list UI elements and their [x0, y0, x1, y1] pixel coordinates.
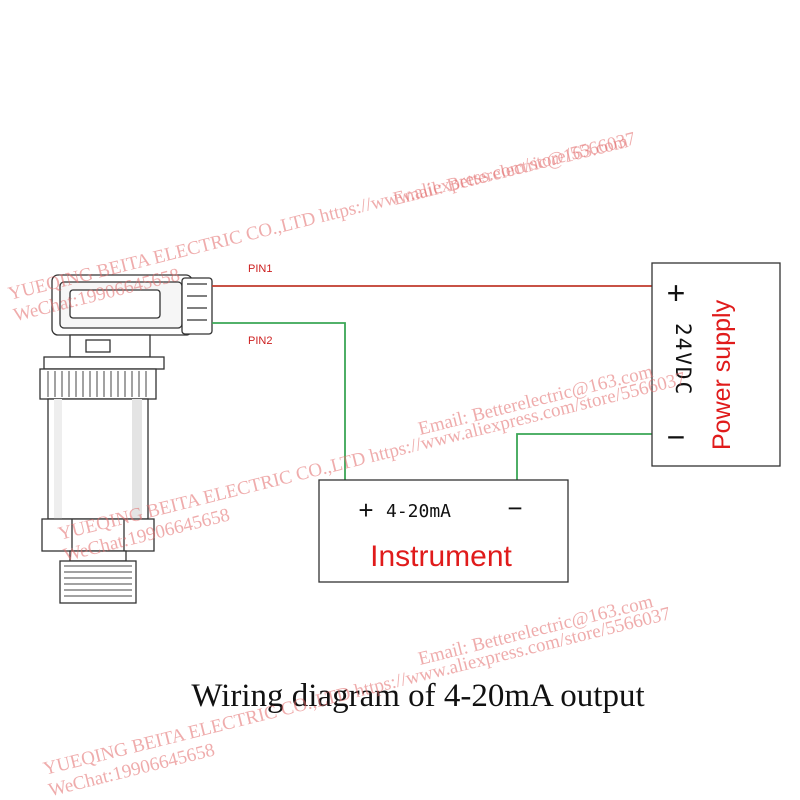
wire-pin2	[212, 322, 346, 480]
power-plus-sign: +	[667, 275, 686, 311]
power-supply-box: + − 24VDC Power supply	[651, 262, 781, 467]
knurled-nut	[39, 368, 157, 400]
power-minus-sign: −	[667, 419, 686, 455]
connector-window	[69, 289, 161, 319]
instrument-box: + 4-20mA − Instrument	[318, 479, 569, 583]
power-supply-label: Power supply	[708, 299, 736, 450]
cable-gland	[181, 277, 213, 335]
voltage-label: 24VDC	[671, 323, 695, 396]
pin1-label: PIN1	[248, 263, 272, 275]
threaded-port	[59, 560, 137, 604]
instrument-minus-sign: −	[507, 493, 522, 523]
pressure-transmitter	[39, 274, 213, 604]
current-range-label: 4-20mA	[386, 501, 451, 522]
transmitter-body	[47, 398, 149, 520]
label-tag	[85, 339, 111, 353]
pin2-label: PIN2	[248, 335, 272, 347]
watermark-email: Email: Betterelectric@163.com	[391, 131, 630, 210]
upper-ring	[43, 356, 165, 370]
diagram-caption: Wiring diagram of 4-20mA output	[191, 678, 644, 714]
instrument-label: Instrument	[370, 540, 512, 573]
instrument-plus-sign: +	[358, 495, 373, 525]
wire-return	[516, 433, 652, 480]
